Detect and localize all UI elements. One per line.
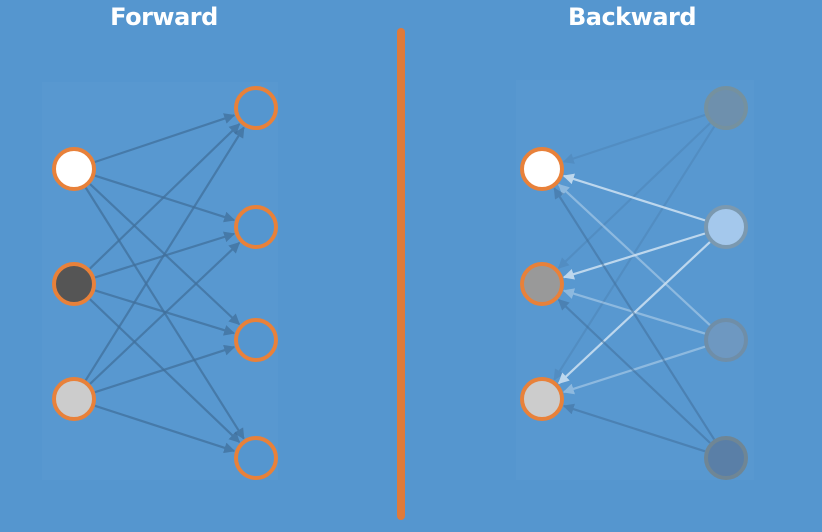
backward-edge-3-2 (562, 403, 706, 453)
backward-edge-0-1 (557, 122, 711, 269)
forward-edge-2-1 (89, 241, 241, 385)
forward-output-node-1 (234, 86, 278, 130)
backward-edge-1-1 (562, 232, 706, 280)
forward-output-node-3 (234, 318, 278, 362)
backward-edge-1-0 (562, 173, 706, 222)
forward-edge-1-2 (94, 289, 236, 336)
forward-edge-2-0 (84, 126, 245, 381)
backward-output-node-4 (704, 436, 748, 480)
backward-input-node-2 (520, 262, 564, 306)
backward-input-node-1 (520, 147, 564, 191)
forward-output-node-4 (234, 436, 278, 480)
backward-output-node-3 (704, 318, 748, 362)
forward-edge-2-3 (94, 404, 236, 454)
backward-edge-0-2 (553, 126, 716, 381)
backward-edge-3-1 (557, 299, 711, 444)
forward-edge-1-0 (89, 123, 241, 270)
forward-input-node-2 (52, 262, 96, 306)
backward-input-node-3 (520, 377, 564, 421)
backward-edge-2-1 (562, 288, 706, 335)
forward-title: Forward (110, 3, 218, 31)
forward-input-node-1 (52, 147, 96, 191)
backward-edge-0-0 (562, 113, 706, 164)
forward-input-node-3 (52, 377, 96, 421)
backward-output-node-1 (704, 86, 748, 130)
backward-output-node-2 (704, 205, 748, 249)
backward-edge-3-0 (553, 187, 716, 441)
backward-edge-2-0 (558, 183, 711, 326)
forward-output-node-2 (234, 205, 278, 249)
forward-edge-2-2 (94, 344, 236, 394)
backward-title: Backward (567, 3, 697, 31)
backward-edge-2-2 (562, 345, 706, 395)
forward-edge-0-0 (94, 113, 236, 164)
